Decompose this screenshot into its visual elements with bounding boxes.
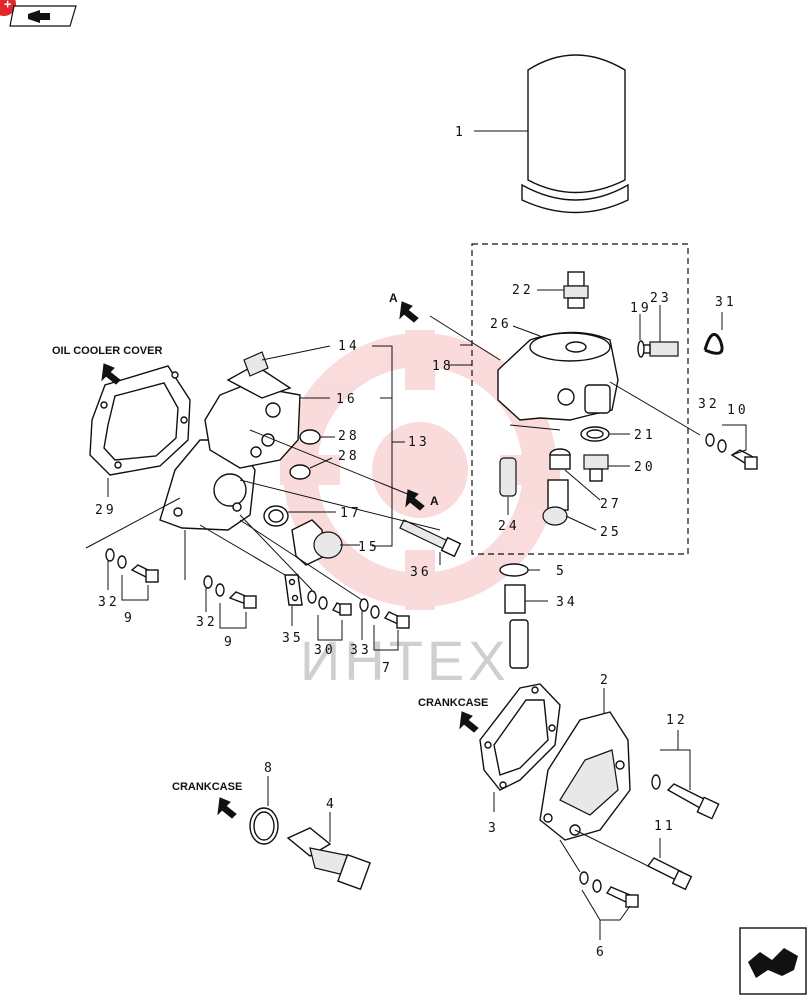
part-8-oring — [249, 776, 279, 845]
part-21-ring — [580, 426, 630, 442]
callout-19: 19 — [630, 301, 652, 316]
part-26-filter-head — [429, 315, 619, 421]
group-box-18 — [471, 243, 689, 555]
part-30-bolt — [239, 514, 352, 641]
part-20-plug — [583, 454, 630, 482]
callout-30: 30 — [314, 643, 336, 658]
callout-34: 34 — [556, 595, 578, 610]
view-arrow-oil-cooler-cover — [101, 363, 121, 385]
callout-21: 21 — [634, 428, 656, 443]
part-2-pump-cover — [539, 688, 631, 841]
part-9-bolt-left — [85, 497, 181, 601]
callout-28b: 28 — [338, 449, 360, 464]
callout-27: 27 — [600, 497, 622, 512]
callout-32b: 32 — [98, 595, 120, 610]
watermark-text: ИНТЕХ — [300, 629, 510, 692]
part-17-ring — [263, 505, 336, 527]
part-28-seal-lower — [289, 457, 333, 480]
part-6-bolt — [559, 839, 639, 940]
callout-10: 10 — [727, 403, 749, 418]
part-9-bolt-mid — [184, 530, 257, 629]
part-28-seal-upper — [299, 429, 335, 445]
part-29-gasket — [89, 365, 191, 497]
part-36-bolt — [399, 519, 462, 565]
part-25-valve — [542, 479, 597, 531]
view-label-a-lower: A — [430, 494, 439, 508]
part-5-clamp — [499, 563, 540, 577]
callout-23: 23 — [650, 291, 672, 306]
callout-29: 29 — [95, 503, 117, 518]
caption-crankcase-top: CRANKCASE — [418, 697, 488, 709]
back-arrow-icon — [28, 10, 50, 23]
part-11-bolt — [574, 829, 693, 891]
callout-9a: 9 — [124, 611, 135, 626]
part-3-gasket — [479, 683, 561, 812]
next-page-icon — [748, 948, 798, 978]
callout-4: 4 — [326, 797, 337, 812]
caption-crankcase-bottom: CRANKCASE — [172, 781, 242, 793]
oil-cooler-housing — [159, 364, 301, 531]
part-12-bolt — [651, 730, 720, 820]
callout-18: 18 — [432, 359, 454, 374]
callout-32c: 32 — [196, 615, 218, 630]
part-19-seal — [637, 314, 645, 358]
callout-33: 33 — [350, 643, 372, 658]
callout-24: 24 — [498, 519, 520, 534]
callout-17: 17 — [340, 506, 362, 521]
part-35-plate — [199, 524, 303, 626]
callout-3: 3 — [488, 821, 499, 836]
callout-2: 2 — [600, 673, 611, 688]
part-31-clip — [703, 312, 724, 355]
callout-20: 20 — [634, 460, 656, 475]
callout-36: 36 — [410, 565, 432, 580]
callout-13: 13 — [408, 435, 430, 450]
view-label-a-upper: A — [389, 291, 398, 305]
callout-26: 26 — [490, 317, 512, 332]
caption-oil-cooler-cover: OIL COOLER COVER — [52, 345, 162, 357]
callout-35: 35 — [282, 631, 304, 646]
svg-text:+: + — [4, 0, 11, 11]
callout-15: 15 — [358, 540, 380, 555]
part-10-bolt — [609, 381, 758, 470]
callout-6: 6 — [596, 945, 607, 960]
callout-1: 1 — [455, 125, 466, 140]
part-7-bolt — [239, 519, 410, 651]
part-34-hose — [504, 584, 548, 669]
view-arrow-crankcase-bottom — [217, 797, 237, 819]
part-22-fitting — [537, 271, 589, 309]
callout-25: 25 — [600, 525, 622, 540]
callout-22: 22 — [512, 283, 534, 298]
part-1-filter — [474, 54, 629, 214]
part-27-washer — [549, 448, 601, 501]
view-arrow-a-lower — [405, 489, 425, 511]
next-page-button[interactable] — [738, 926, 808, 996]
part-24-spring — [499, 424, 561, 515]
callout-5: 5 — [556, 564, 567, 579]
part-14-plug — [243, 345, 331, 377]
back-button[interactable]: + — [0, 0, 80, 30]
part-15-plug — [291, 519, 360, 566]
callout-28a: 28 — [338, 429, 360, 444]
callout-32a: 32 — [698, 397, 720, 412]
callout-8: 8 — [264, 761, 275, 776]
part-4-valve — [286, 812, 371, 891]
callout-16: 16 — [336, 392, 358, 407]
callout-7: 7 — [382, 661, 393, 676]
callout-31: 31 — [715, 295, 737, 310]
callout-14: 14 — [338, 339, 360, 354]
callout-11: 11 — [654, 819, 676, 834]
callout-12: 12 — [666, 713, 688, 728]
view-arrow-a-upper — [399, 301, 419, 323]
callout-9b: 9 — [224, 635, 235, 650]
plus-badge-icon — [0, 0, 16, 16]
view-arrow-crankcase-top — [459, 711, 479, 733]
